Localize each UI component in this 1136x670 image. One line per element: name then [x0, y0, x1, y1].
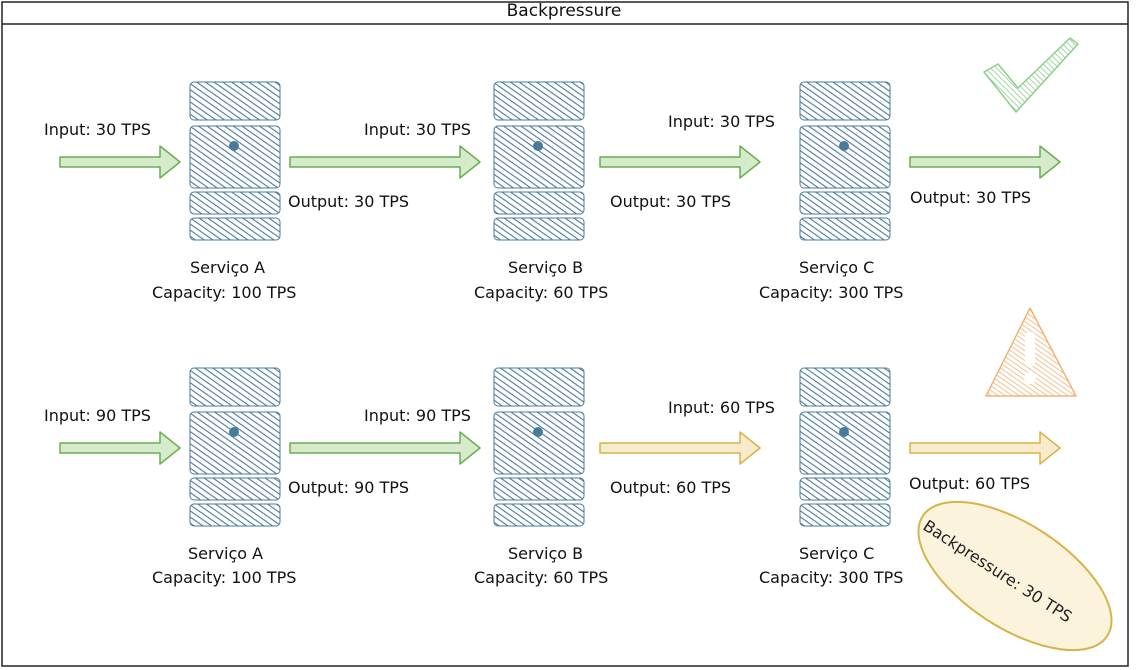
server-rack-segment — [799, 125, 891, 189]
server-rack-segment — [189, 81, 281, 121]
warning-exclamation-bar — [1025, 332, 1035, 366]
server-rack-segment — [189, 367, 281, 407]
row1-service-a-input-label: Input: 30 TPS — [44, 120, 151, 139]
row1-service-c-capacity: Capacity: 300 TPS — [759, 283, 904, 302]
row1-service-b-output-label: Output: 30 TPS — [610, 192, 732, 211]
flow-arrow — [289, 145, 481, 179]
server-rack-segment — [493, 367, 585, 407]
server-rack-segment — [493, 217, 585, 241]
warning-exclamation-dot — [1024, 372, 1036, 384]
backpressure-badge — [917, 500, 1113, 652]
server-rack-segment — [799, 81, 891, 121]
server-indicator-dot — [229, 427, 239, 437]
server-rack-segment — [799, 503, 891, 527]
row1-service-b-capacity: Capacity: 60 TPS — [474, 283, 609, 302]
row2-service-a-input-label: Input: 90 TPS — [44, 406, 151, 425]
server-rack-segment — [189, 503, 281, 527]
row1-service-c-name: Serviço C — [799, 258, 875, 277]
check-icon — [983, 37, 1079, 113]
row2-service-b-capacity: Capacity: 60 TPS — [474, 568, 609, 587]
flow-arrow — [59, 145, 181, 179]
row1-service-a-name: Serviço A — [190, 258, 266, 277]
row2-service-b-input-label: Input: 90 TPS — [364, 406, 471, 425]
server-rack-segment — [189, 125, 281, 189]
row1-service-c-output-label: Output: 30 TPS — [910, 188, 1032, 207]
server-rack-segment — [493, 125, 585, 189]
row2-service-c-capacity: Capacity: 300 TPS — [759, 568, 904, 587]
server-indicator-dot — [839, 141, 849, 151]
server-rack-segment — [189, 217, 281, 241]
flow-arrow — [909, 145, 1061, 179]
server-rack-segment — [493, 477, 585, 501]
server-indicator-dot — [839, 427, 849, 437]
row2-service-a-capacity: Capacity: 100 TPS — [152, 568, 297, 587]
row1-service-b-input-label: Input: 30 TPS — [364, 120, 471, 139]
server-rack-segment — [799, 191, 891, 215]
server-icon — [189, 81, 281, 241]
flow-arrow — [909, 431, 1061, 465]
row2-service-a-name: Serviço A — [188, 544, 264, 563]
server-indicator-dot — [229, 141, 239, 151]
server-rack-segment — [189, 477, 281, 501]
diagram-title: Backpressure — [506, 1, 622, 21]
server-rack-segment — [799, 411, 891, 475]
server-icon — [799, 367, 891, 527]
server-rack-segment — [493, 191, 585, 215]
server-icon — [493, 367, 585, 527]
server-rack-segment — [189, 191, 281, 215]
server-rack-segment — [493, 503, 585, 527]
row2-service-c-input-label: Input: 60 TPS — [668, 398, 775, 417]
server-rack-segment — [189, 411, 281, 475]
row2-service-b-output-label: Output: 60 TPS — [610, 478, 732, 497]
row1-service-b-name: Serviço B — [508, 258, 584, 277]
row1-service-a-output-label: Output: 30 TPS — [288, 192, 410, 211]
flow-arrow — [59, 431, 181, 465]
server-rack-segment — [799, 367, 891, 407]
row2-service-c-name: Serviço C — [799, 544, 875, 563]
flow-arrow — [599, 431, 761, 465]
server-rack-segment — [493, 411, 585, 475]
row2-service-b-name: Serviço B — [508, 544, 584, 563]
server-rack-segment — [493, 81, 585, 121]
server-icon — [189, 367, 281, 527]
server-icon — [493, 81, 585, 241]
row2-service-c-output-label: Output: 60 TPS — [909, 474, 1031, 493]
row1-service-c-input-label: Input: 30 TPS — [668, 112, 775, 131]
flow-arrow — [289, 431, 481, 465]
server-indicator-dot — [533, 141, 543, 151]
server-indicator-dot — [533, 427, 543, 437]
server-rack-segment — [799, 477, 891, 501]
row1-service-a-capacity: Capacity: 100 TPS — [152, 283, 297, 302]
server-icon — [799, 81, 891, 241]
row2-service-a-output-label: Output: 90 TPS — [288, 478, 410, 497]
flow-arrow — [599, 145, 761, 179]
server-rack-segment — [799, 217, 891, 241]
